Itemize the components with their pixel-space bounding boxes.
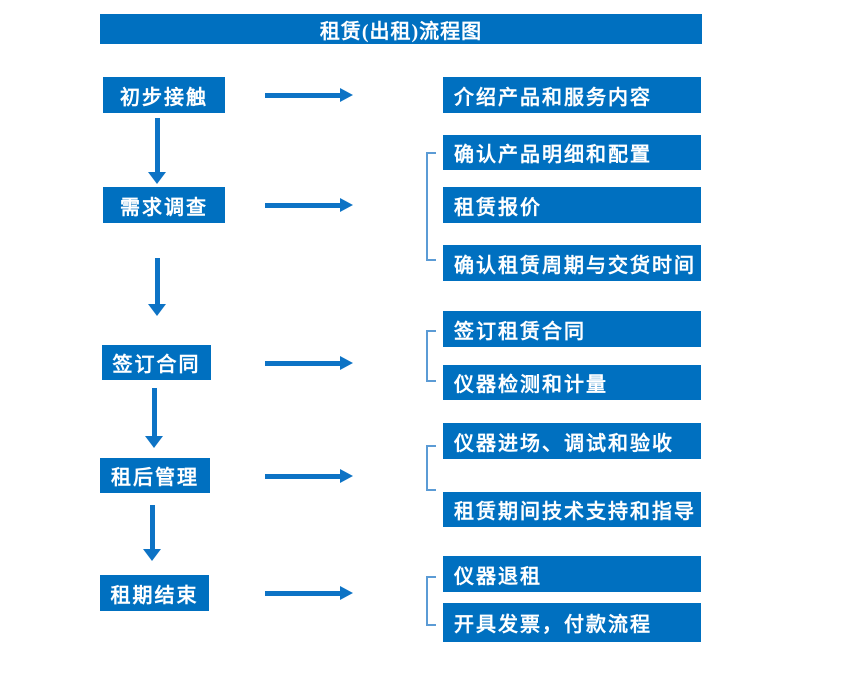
flow-arrow-down-1 [148, 118, 166, 184]
arrow-shaft [265, 202, 340, 208]
arrow-head-icon [340, 198, 353, 212]
detail-confirm-product-config: 确认产品明细和配置 [443, 135, 701, 170]
flow-arrow-right-5 [265, 586, 353, 600]
detail-introduce-products-services: 介绍产品和服务内容 [443, 77, 701, 113]
detail-instrument-return: 仪器退租 [443, 556, 701, 592]
detail-tech-support-guidance: 租赁期间技术支持和指导 [443, 492, 701, 527]
arrow-head-icon [143, 549, 161, 561]
bracket-post-rental-group [426, 445, 436, 491]
flow-arrow-down-2 [148, 258, 166, 316]
arrow-head-icon [340, 88, 353, 102]
detail-invoice-payment: 开具发票，付款流程 [443, 603, 701, 642]
step-post-rental-management: 租后管理 [100, 458, 210, 493]
flow-arrow-down-3 [145, 388, 163, 448]
arrow-head-icon [145, 436, 163, 448]
step-demand-survey: 需求调查 [103, 187, 225, 223]
arrow-head-icon [148, 304, 166, 316]
detail-sign-rental-contract: 签订租赁合同 [443, 311, 701, 347]
arrow-head-icon [340, 356, 353, 370]
flow-arrow-down-4 [143, 505, 161, 561]
arrow-shaft [265, 92, 340, 98]
detail-rental-quote: 租赁报价 [443, 187, 701, 223]
flowchart-title: 租赁(出租)流程图 [100, 14, 702, 44]
bracket-demand-survey-group [426, 152, 436, 261]
arrow-shaft [151, 388, 157, 436]
flow-arrow-right-4 [265, 469, 353, 483]
detail-instrument-setup-acceptance: 仪器进场、调试和验收 [443, 423, 701, 459]
detail-confirm-period-delivery: 确认租赁周期与交货时间 [443, 245, 701, 281]
flow-arrow-right-2 [265, 198, 353, 212]
arrow-shaft [149, 505, 155, 549]
arrow-shaft [265, 590, 340, 596]
arrow-head-icon [340, 469, 353, 483]
flow-arrow-right-1 [265, 88, 353, 102]
step-initial-contact: 初步接触 [103, 77, 225, 113]
arrow-shaft [265, 360, 340, 366]
flow-arrow-right-3 [265, 356, 353, 370]
detail-instrument-testing-metering: 仪器检测和计量 [443, 365, 701, 400]
step-lease-end: 租期结束 [100, 575, 209, 611]
arrow-head-icon [148, 172, 166, 184]
step-sign-contract: 签订合同 [102, 345, 211, 380]
arrow-shaft [154, 118, 160, 172]
bracket-sign-contract-group [426, 330, 436, 382]
arrow-head-icon [340, 586, 353, 600]
bracket-lease-end-group [426, 576, 436, 626]
arrow-shaft [154, 258, 160, 304]
arrow-shaft [265, 473, 340, 479]
